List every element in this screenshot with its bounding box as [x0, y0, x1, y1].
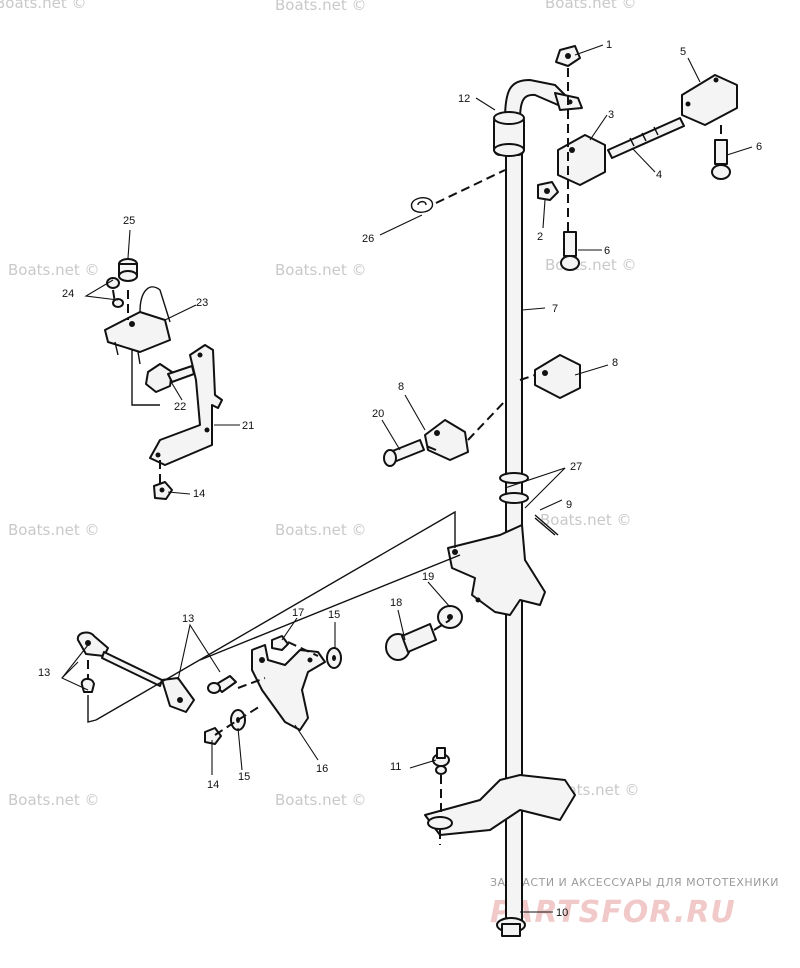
label-11: 11	[390, 761, 401, 773]
washer-19	[437, 605, 463, 629]
label-27: 27	[570, 461, 582, 473]
washer-15-lower	[230, 709, 246, 731]
label-6-right: 6	[756, 141, 762, 153]
label-8-right: 8	[612, 357, 618, 369]
washer-15-upper	[326, 647, 342, 669]
label-6-center: 6	[604, 245, 610, 257]
watermark: Boats.net ©	[545, 0, 637, 12]
screw-6-right	[711, 139, 731, 180]
nut-11	[432, 747, 450, 775]
label-15-lower: 15	[238, 771, 250, 783]
screw-20	[383, 439, 425, 467]
label-13-top: 13	[182, 613, 194, 625]
bracket-21	[149, 344, 223, 466]
label-23: 23	[196, 297, 208, 309]
label-16: 16	[316, 763, 328, 775]
watermark: Boats.net ©	[8, 521, 100, 539]
watermark: Boats.net ©	[275, 0, 367, 14]
leader-lines	[61, 44, 753, 913]
washer-24	[106, 277, 124, 308]
label-1: 1	[606, 39, 612, 51]
clip-26	[410, 197, 434, 213]
plate-16	[251, 644, 326, 731]
label-4: 4	[656, 169, 662, 181]
watermark: Boats.net ©	[275, 791, 367, 809]
pin-9	[534, 517, 556, 536]
linkage-rod-13	[76, 631, 195, 713]
label-2: 2	[537, 231, 543, 243]
label-19: 19	[422, 571, 434, 583]
part-labels: 1 2 3 4 5 6 6 7 8 8 9 10 11 12 13 13 14 …	[38, 39, 762, 919]
label-14-upper: 14	[193, 488, 205, 500]
watermark: Boats.net ©	[545, 256, 637, 274]
label-3: 3	[608, 109, 614, 121]
block-5	[681, 74, 738, 126]
label-24: 24	[62, 288, 74, 300]
label-20: 20	[372, 408, 384, 420]
block-3	[557, 134, 606, 186]
label-26: 26	[362, 233, 374, 245]
watermark: Boats.net ©	[0, 0, 87, 12]
label-22: 22	[174, 401, 186, 413]
screw-18	[385, 623, 437, 661]
watermark-layer: Boats.net © Boats.net © Boats.net © Boat…	[0, 0, 640, 809]
brand-watermark: ЗАПЧАСТИ И АКСЕССУАРЫ ДЛЯ МОТОТЕХНИКИ PA…	[490, 876, 779, 930]
shaft-arm-upper	[447, 514, 559, 616]
bracket-8-right	[534, 354, 581, 399]
label-12: 12	[458, 93, 470, 105]
label-8-left: 8	[398, 381, 404, 393]
assembly-lines	[87, 68, 722, 845]
nut-17	[271, 635, 289, 651]
label-13-left: 13	[38, 667, 50, 679]
stud-4	[607, 117, 685, 159]
stud-13	[207, 675, 237, 694]
screw-6-center	[560, 231, 580, 271]
nut-1	[555, 45, 581, 67]
watermark: Boats.net ©	[8, 791, 100, 809]
label-15-upper: 15	[328, 609, 340, 621]
label-25: 25	[123, 215, 135, 227]
bolt-22	[145, 363, 195, 393]
clamp-23	[104, 286, 171, 365]
watermark: Boats.net ©	[275, 521, 367, 539]
label-9: 9	[566, 499, 572, 511]
nut-14-lower	[204, 727, 222, 745]
label-7: 7	[552, 303, 558, 315]
watermark: Boats.net ©	[540, 511, 632, 529]
shaft-arm-lower	[424, 774, 576, 937]
watermark: Boats.net ©	[275, 261, 367, 279]
brand-tagline: ЗАПЧАСТИ И АКСЕССУАРЫ ДЛЯ МОТОТЕХНИКИ	[490, 876, 779, 889]
watermark: Boats.net ©	[8, 261, 100, 279]
label-17: 17	[292, 607, 304, 619]
bracket-8-left	[424, 419, 469, 461]
grommet-25	[118, 258, 138, 282]
label-21: 21	[242, 420, 254, 432]
label-14-lower: 14	[207, 779, 219, 791]
nut-14-upper	[153, 481, 173, 500]
label-10: 10	[556, 907, 568, 919]
nut-2	[537, 181, 559, 201]
label-5: 5	[680, 46, 686, 58]
label-18: 18	[390, 597, 402, 609]
